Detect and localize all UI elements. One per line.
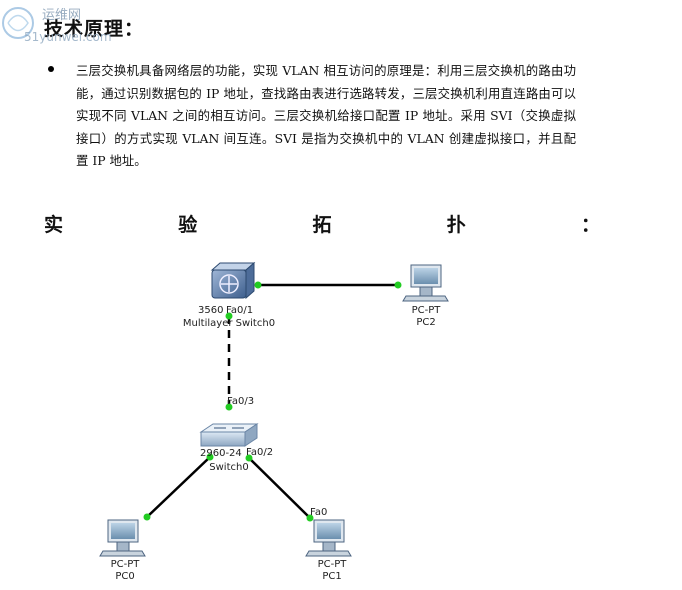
section-heading: 技术原理： <box>44 18 145 40</box>
mls-port-label: Fa0/1 <box>226 305 253 316</box>
switch-name-label: Switch0 <box>209 462 248 473</box>
watermark-title: 运维网 <box>42 8 81 23</box>
multilayer-switch-icon[interactable] <box>210 261 256 300</box>
pc1-name-label: PC1 <box>322 571 341 582</box>
pc0-name-label: PC0 <box>115 571 134 582</box>
pc2-type-label: PC-PT <box>412 305 442 316</box>
pc1-port-label: Fa0 <box>310 507 327 518</box>
pc-icon-pc2[interactable] <box>402 264 449 302</box>
switch-port-up-label: Fa0/3 <box>227 396 254 407</box>
topology-title-char: 验 <box>178 214 198 236</box>
mls-model-label: 3560 <box>198 305 223 316</box>
pc-icon-pc1[interactable] <box>305 519 352 557</box>
switch-port-right-label: Fa0/2 <box>246 447 273 458</box>
watermark-logo-icon <box>2 7 34 39</box>
bullet-dot <box>48 66 54 72</box>
topology-title: 实 验 拓 扑 ： <box>44 210 600 237</box>
pc-icon-pc0[interactable] <box>99 519 146 557</box>
topology-title-char: 实 <box>44 214 64 236</box>
switch-model-label: 2960-24 <box>200 448 242 459</box>
pc2-name-label: PC2 <box>416 317 435 328</box>
topology-title-char: 拓 <box>312 214 332 236</box>
pc1-type-label: PC-PT <box>318 559 348 570</box>
pc0-type-label: PC-PT <box>111 559 141 570</box>
switch-icon[interactable] <box>199 423 259 447</box>
site-watermark: 运维网 51yunwei.com <box>2 7 112 44</box>
mls-name-label: Multilayer Switch0 <box>183 318 275 329</box>
watermark-url: 51yunwei.com <box>24 30 112 44</box>
link-switch-pc1 <box>248 457 311 519</box>
topology-title-char: 扑 <box>446 214 466 236</box>
topology-title-char: ： <box>580 214 600 236</box>
principle-paragraph: 三层交换机具备网络层的功能，实现 VLAN 相互访问的原理是：利用三层交换机的路… <box>76 63 576 168</box>
link-status-dots <box>143 281 402 522</box>
link-switch-pc0 <box>146 456 211 518</box>
